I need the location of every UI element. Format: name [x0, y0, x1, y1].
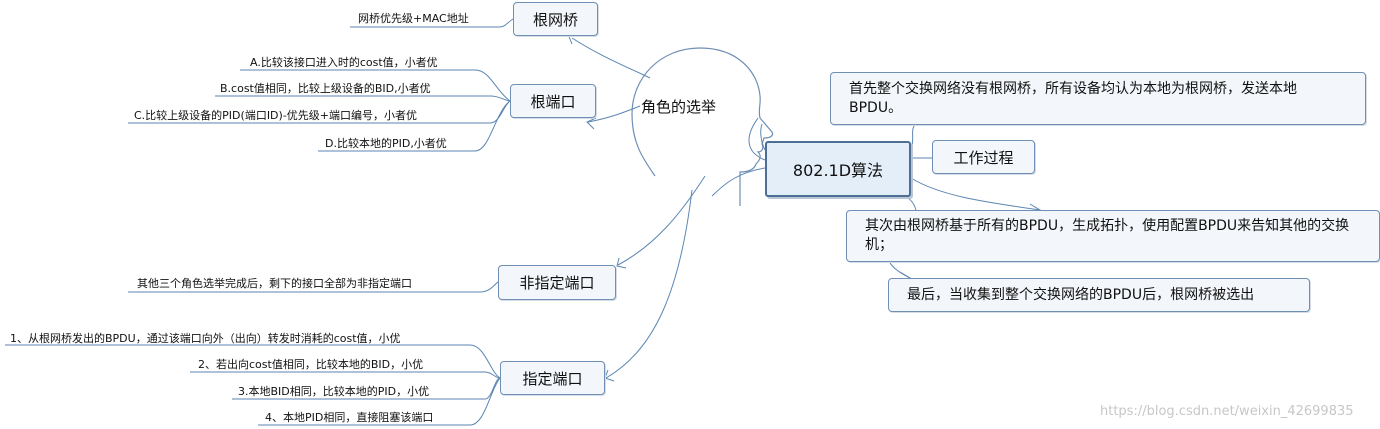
link-central-head-2 — [711, 167, 766, 197]
head-silhouette — [631, 47, 774, 206]
link-head-designated — [605, 189, 693, 379]
link-process-step1 — [910, 124, 916, 151]
leaf-designated-4: 4、本地PID相同，直接阻塞该端口 — [265, 411, 434, 424]
leaf-root-port-a: A.比较该接口进入时的cost值，小者优 — [250, 56, 438, 69]
head-label: 角色的选举 — [641, 98, 717, 116]
link-head-non-designated — [617, 175, 706, 266]
leaf-root-port-b: B.cost值相同，比较上级设备的BID,小者优 — [220, 82, 431, 95]
node-process[interactable]: 工作过程 — [932, 140, 1035, 174]
link-rp-leaf-b — [215, 95, 511, 102]
watermark: https://blog.csdn.net/weixin_42699835 — [1100, 404, 1354, 419]
link-central-head-3 — [760, 123, 766, 151]
node-designated-port[interactable]: 指定端口 — [500, 361, 605, 395]
leaf-non-designated: 其他三个角色选举完成后，剩下的接口全部为非指定端口 — [137, 277, 412, 290]
link-dp-leaf-2 — [190, 371, 501, 379]
link-dp-leaf-3 — [232, 377, 501, 400]
leaf-root-bridge-priority: 网桥优先级+MAC地址 — [358, 12, 469, 25]
leaf-root-port-c: C.比较上级设备的PID(端口ID)-优先级+端口编号，小者优 — [134, 109, 418, 122]
process-step-1[interactable]: 首先整个交换网络没有根网桥，所有设备均认为本地为根网桥，发送本地BPDU。 — [830, 72, 1366, 125]
link-rp-leaf-d — [318, 100, 511, 152]
link-head-root-bridge — [571, 37, 651, 79]
node-non-designated-port[interactable]: 非指定端口 — [498, 265, 616, 300]
leaf-root-port-d: D.比较本地的PID,小者优 — [325, 137, 447, 150]
link-ndp-leaf — [128, 281, 499, 293]
leaf-designated-1: 1、从根网桥发出的BPDU，通过该端口向外（出向）转发时消耗的cost值，小优 — [10, 332, 401, 345]
link-rb-leaf — [350, 18, 514, 28]
link-central-head-1 — [748, 117, 766, 161]
link-head-root-port — [587, 105, 641, 123]
node-root-port[interactable]: 根端口 — [510, 84, 596, 118]
link-rp-leaf-a — [240, 69, 511, 102]
arrow-designated — [604, 369, 615, 382]
leaf-designated-2: 2、若出向cost值相同，比较本地的BID，小优 — [198, 358, 424, 371]
leaf-designated-3: 3.本地BID相同，比较本地的PID，小优 — [238, 385, 430, 398]
link-dp-leaf-4 — [258, 377, 501, 426]
arrow-non-designated — [616, 257, 627, 269]
link-dp-leaf-1 — [5, 344, 501, 379]
link-process-step2 — [910, 177, 1041, 211]
process-step-2[interactable]: 其次由根网桥基于所有的BPDU，生成拓扑，使用配置BPDU来告知其他的交换机； — [846, 210, 1380, 262]
central-topic[interactable]: 802.1D算法 — [765, 141, 911, 197]
node-root-bridge[interactable]: 根网桥 — [513, 2, 598, 36]
process-step-3[interactable]: 最后，当收集到整个交换网络的BPDU后，根网桥被选出 — [888, 278, 1310, 312]
arrow-root-port — [586, 117, 597, 130]
